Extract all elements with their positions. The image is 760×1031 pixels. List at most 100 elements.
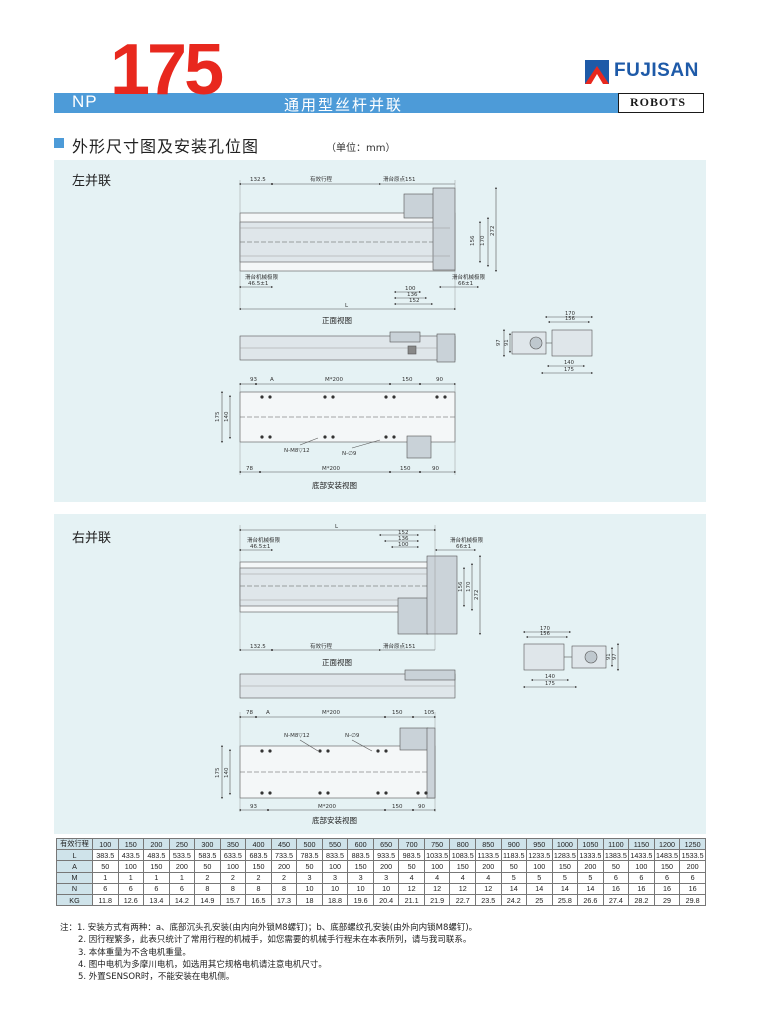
spec-cell: 6	[653, 871, 681, 884]
spec-cell: 50	[500, 860, 528, 873]
dim-origin: 滑台原点151	[383, 175, 416, 183]
spec-cell: 13.4	[143, 893, 170, 907]
spec-cell: 1	[143, 871, 170, 884]
right-parallel-label: 右并联	[72, 531, 112, 546]
left-bottom-view	[220, 382, 457, 475]
dim-bN9: N-∅9	[345, 733, 360, 739]
spec-header-cell: 350	[219, 837, 247, 851]
dim-100: 100	[405, 286, 416, 292]
dim-b90b: 90	[432, 466, 439, 472]
dim-slide-a: 滑台机械极限	[245, 273, 279, 281]
spec-cell: 1133.5	[474, 849, 502, 862]
dim-e156: 156	[565, 316, 575, 322]
dim-e175: 175	[545, 681, 555, 687]
spec-header-cell: 1050	[577, 837, 604, 851]
spec-cell: 21.9	[423, 893, 451, 907]
dim-132: 132.5	[250, 644, 266, 650]
dim-bN: N-M8▽12	[284, 733, 310, 739]
right-end-dims: 170 156 91 97 140 175	[540, 626, 618, 687]
spec-cell: 14.9	[194, 893, 221, 907]
note-line: 3. 本体重量为不含电机重量。	[78, 947, 191, 958]
right-end-view	[522, 630, 620, 689]
dim-slide-a: 滑台机械极限	[247, 536, 281, 544]
spec-cell: 1383.5	[602, 849, 630, 862]
spec-cell: 483.5	[143, 849, 170, 862]
dim-bN: N-M8▽12	[284, 448, 310, 454]
dim-b90: 90	[436, 377, 443, 383]
spec-header-cell: 450	[270, 837, 298, 851]
spec-cell: 25.8	[551, 893, 579, 907]
spec-header-cell: 500	[296, 837, 323, 851]
spec-cell: 50	[398, 860, 425, 873]
spec-cell: 11.8	[92, 893, 119, 907]
spec-row-label: M	[56, 871, 93, 884]
spec-cell: 10	[321, 882, 349, 895]
spec-cell: 29	[653, 893, 681, 907]
note-line: 5. 外置SENSOR时，不能安装在电机侧。	[78, 972, 235, 983]
dim-L: L	[335, 524, 339, 530]
spec-cell: 1	[92, 871, 119, 884]
section-unit: （单位：mm）	[326, 143, 396, 154]
spec-cell: 633.5	[219, 849, 247, 862]
dim-132: 132.5	[250, 177, 266, 183]
dim-bM: M*200	[325, 377, 343, 383]
spec-row-label: A	[56, 860, 93, 873]
spec-cell: 24.2	[500, 893, 528, 907]
spec-cell: 100	[117, 860, 145, 873]
left-bottom-dims: 93 A M*200 150 90 175 140 N-M8▽12 N-∅9 7…	[215, 377, 443, 472]
spec-cell: 100	[526, 860, 553, 873]
dim-bM2: M*200	[322, 466, 340, 472]
fujisan-logo-icon	[585, 60, 609, 84]
spec-cell: 100	[219, 860, 247, 873]
note-line: 注：1. 安装方式有两种：a、底部沉头孔安装(由内向外锁M8螺钉)；b、底部螺纹…	[60, 923, 478, 933]
spec-cell: 2	[194, 871, 221, 884]
spec-cell: 1483.5	[653, 849, 681, 862]
left-front-view	[238, 180, 498, 311]
notes: 注：1. 安装方式有两种：a、底部沉头孔安装(由内向外锁M8螺钉)；b、底部螺纹…	[60, 922, 477, 983]
spec-cell: 1083.5	[449, 849, 476, 862]
dim-b175: 175	[215, 767, 221, 778]
spec-header-cell: 550	[321, 837, 349, 851]
spec-cell: 100	[628, 860, 655, 873]
spec-cell: 200	[372, 860, 400, 873]
spec-cell: 883.5	[347, 849, 374, 862]
spec-header-cell: 100	[92, 837, 119, 851]
spec-cell: 383.5	[92, 849, 119, 862]
spec-cell: 6	[168, 882, 196, 895]
dim-L: L	[345, 303, 349, 309]
spec-header-cell: 800	[449, 837, 476, 851]
spec-header-cell: 700	[398, 837, 425, 851]
dim-e91: 91	[606, 653, 612, 660]
spec-cell: 14.2	[168, 893, 196, 907]
dim-e175: 175	[564, 367, 574, 373]
spec-cell: 100	[321, 860, 349, 873]
spec-cell: 17.3	[270, 893, 298, 907]
spec-cell: 3	[321, 871, 349, 884]
spec-cell: 1283.5	[551, 849, 579, 862]
note-line: 2. 因行程繁多，此表只统计了常用行程的机械手，如您需要的机械手行程未在本表所列…	[78, 935, 472, 946]
spec-cell: 20.4	[372, 893, 400, 907]
spec-cell: 29.8	[679, 893, 706, 907]
spec-cell: 50	[194, 860, 221, 873]
spec-cell: 18.8	[321, 893, 349, 907]
spec-cell: 5	[551, 871, 579, 884]
dim-b140: 140	[224, 411, 230, 422]
right-bottom-view-caption: 底部安装视图	[312, 815, 357, 825]
spec-row-label: KG	[56, 893, 93, 907]
dim-slide-b: 滑台机械极限	[452, 273, 486, 281]
header-title: 通用型丝杆并联	[284, 96, 404, 114]
dim-b150b: 150	[400, 466, 411, 472]
spec-cell: 2	[245, 871, 272, 884]
dim-bM: M*200	[322, 710, 340, 716]
dim-stroke: 有效行程	[310, 175, 333, 183]
dim-152: 152	[398, 530, 409, 536]
dim-b150b: 150	[392, 804, 403, 810]
spec-header-cell: 1200	[653, 837, 681, 851]
dim-bM2: M*200	[318, 804, 336, 810]
spec-cell: 50	[92, 860, 119, 873]
left-side-strip	[239, 331, 456, 363]
spec-header-cell: 1100	[602, 837, 630, 851]
spec-cell: 16	[602, 882, 630, 895]
spec-cell: 100	[423, 860, 451, 873]
